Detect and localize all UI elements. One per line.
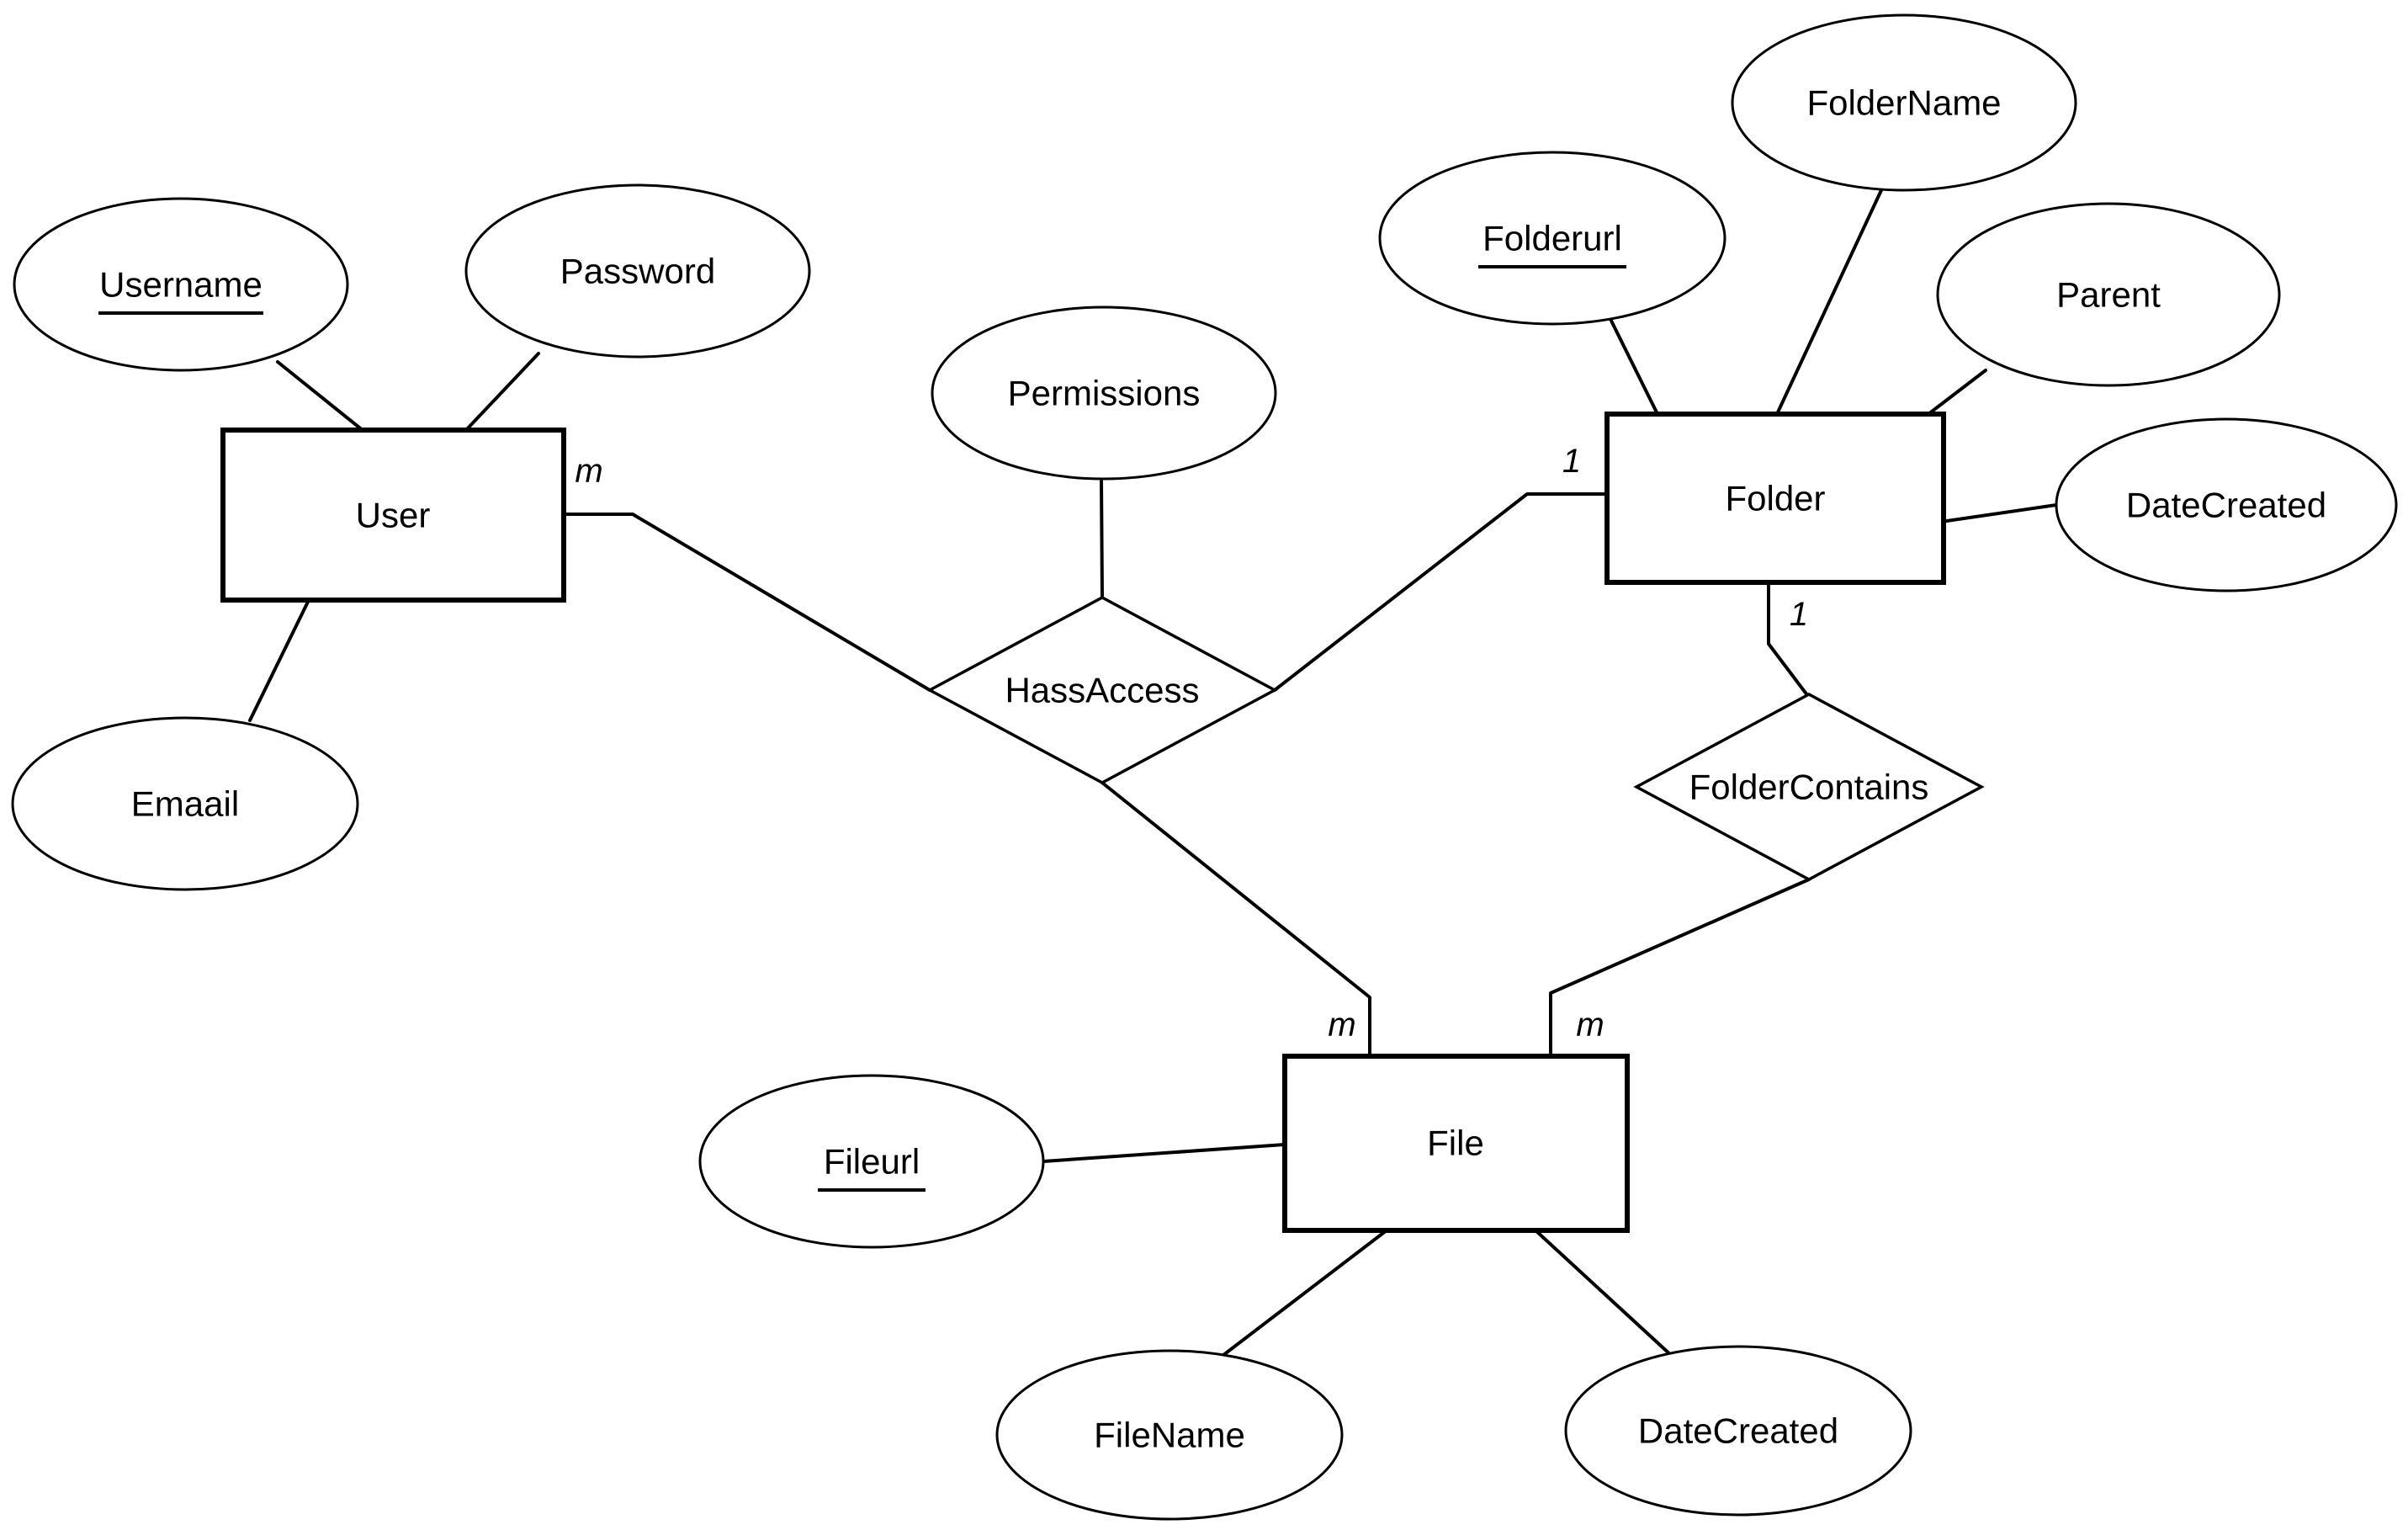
edge-fileurl-file: [1042, 1143, 1286, 1163]
attribute-ellipse-datecreated-file: [1564, 1345, 1912, 1517]
cardinality-file-foldercontains: m: [1576, 1007, 1604, 1044]
attribute-ellipse-foldername: [1731, 13, 2077, 192]
cardinality-folder-hassaccess: 1: [1562, 443, 1581, 480]
edge-user-hassaccess: [562, 513, 931, 692]
edge-file-filename: [1214, 1229, 1388, 1363]
edge-folder-foldercontains: [1767, 581, 1809, 697]
attribute-ellipse-fileurl: [698, 1074, 1045, 1249]
attribute-ellipse-password: [464, 183, 811, 359]
attribute-label-datecreated-file: DateCreated: [1638, 1411, 1838, 1451]
attribute-label-fileurl: Fileurl: [824, 1142, 920, 1182]
attribute-ellipse-username: [13, 197, 349, 372]
entity-label-user: User: [356, 496, 431, 535]
attribute-ellipse-folderurl: [1378, 151, 1726, 326]
attribute-label-emaail: Emaail: [131, 784, 239, 824]
attribute-label-foldername: FolderName: [1806, 83, 2001, 123]
attribute-ellipse-permissions: [931, 305, 1277, 481]
attribute-nodes: [11, 13, 2398, 1521]
attribute-label-parent: Parent: [2056, 275, 2161, 315]
attribute-label-username: Username: [99, 265, 263, 305]
labels: User Folder File HassAccess FolderContai…: [98, 83, 2326, 1455]
attribute-ellipse-datecreated-folder: [2055, 417, 2398, 592]
edge-parent-folder: [1927, 369, 1987, 416]
edge-folderurl-folder: [1607, 314, 1659, 416]
relationship-diamond-foldercontains: [1633, 693, 1985, 881]
cardinality-user-hassaccess: m: [575, 453, 602, 490]
cardinality-file-hassaccess: m: [1328, 1007, 1355, 1044]
entity-rect-file: [1282, 1054, 1630, 1233]
attribute-ellipse-filename: [995, 1349, 1344, 1521]
relationship-diamond-hassaccess: [926, 596, 1278, 784]
edge-hassaccess-folder: [1273, 492, 1609, 692]
attribute-ellipse-parent: [1936, 202, 2281, 387]
edge-hassaccess-file: [1101, 781, 1371, 1058]
edge-foldercontains-file: [1549, 878, 1811, 1058]
edge-password-user: [464, 352, 540, 433]
attribute-label-password: Password: [560, 252, 715, 291]
edge-user-emaail: [248, 598, 310, 722]
edge-file-datecreated: [1534, 1229, 1674, 1358]
edge-username-user: [276, 360, 365, 433]
attribute-ellipse-emaail: [11, 716, 359, 891]
relationship-nodes: [926, 596, 1985, 881]
connector-lines: [248, 189, 2058, 1363]
edge-foldername-folder: [1775, 189, 1883, 416]
cardinality-folder-foldercontains: 1: [1790, 596, 1808, 633]
relationship-label-foldercontains: FolderContains: [1689, 768, 1929, 807]
entity-rect-user: [220, 428, 566, 603]
attribute-label-folderurl: Folderurl: [1482, 219, 1622, 258]
entity-rect-folder: [1604, 412, 1946, 585]
relationship-label-hassaccess: HassAccess: [1005, 671, 1199, 710]
attribute-label-permissions: Permissions: [1008, 374, 1201, 413]
edge-folder-datecreated: [1933, 503, 2058, 524]
attribute-label-filename: FileName: [1094, 1416, 1245, 1455]
attribute-label-datecreated-folder: DateCreated: [2126, 486, 2326, 525]
entity-label-file: File: [1427, 1124, 1484, 1163]
entity-nodes: [220, 412, 1946, 1233]
entity-label-folder: Folder: [1725, 479, 1825, 518]
edge-permissions-hassaccess: [1100, 480, 1104, 599]
